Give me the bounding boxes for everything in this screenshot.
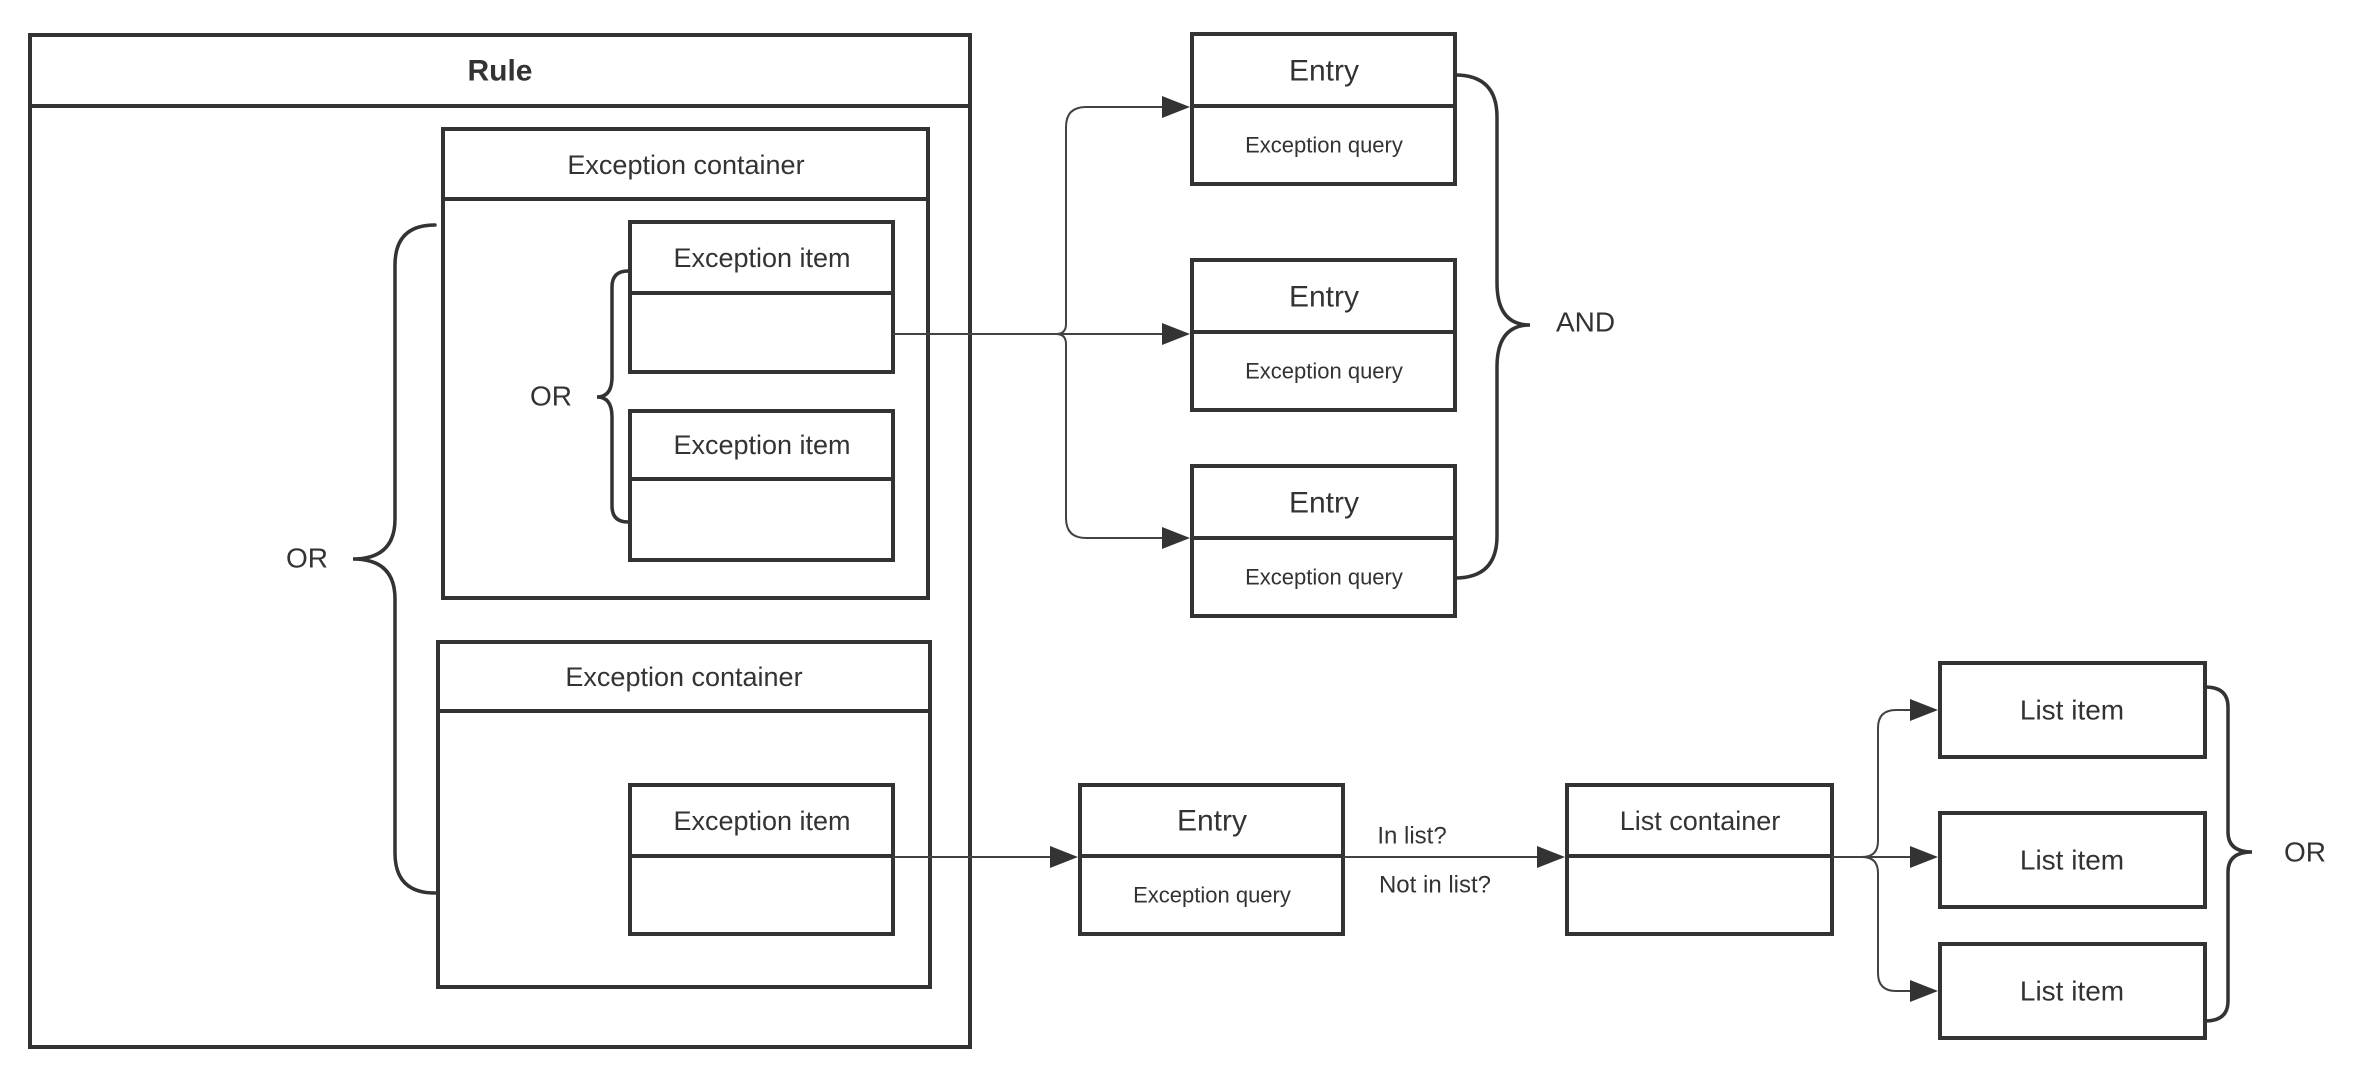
edge-list-item1 <box>1861 709 1910 858</box>
exception-item-2-box <box>628 409 895 562</box>
edge-list-item3 <box>1861 856 1910 992</box>
outer-or-label: OR <box>286 543 328 574</box>
exception-item-3-title: Exception item <box>673 806 850 836</box>
entry-1-subtitle: Exception query <box>1245 133 1403 158</box>
entry-4-title: Entry <box>1177 805 1247 838</box>
exception-item-2-title: Exception item <box>673 430 850 460</box>
entry-2-subtitle: Exception query <box>1245 359 1403 384</box>
exception-container-1-title: Exception container <box>567 150 804 180</box>
and-label: AND <box>1556 307 1615 338</box>
list-item-3-box <box>1938 942 2207 1040</box>
entry-1-box <box>1190 32 1457 186</box>
edge-label-in-list: In list? <box>1377 823 1446 850</box>
list-item-2: List item <box>1938 811 2207 909</box>
entry-1-title: Entry <box>1289 55 1359 88</box>
list-container-box <box>1565 783 1834 936</box>
list-item-3: List item <box>1938 942 2207 1040</box>
exception-item-3-box <box>628 783 895 936</box>
arrowhead-entry1 <box>1162 96 1190 118</box>
entry-3-box <box>1190 464 1457 618</box>
edge-item1-entry3 <box>893 333 1162 539</box>
entry-4: Entry Exception query <box>1078 783 1345 936</box>
outer-or-group: OR <box>286 223 437 895</box>
and-brace <box>1453 73 1531 580</box>
entry-1: Entry Exception query <box>1190 32 1457 186</box>
list-item-2-box <box>1938 811 2207 909</box>
entry-3-subtitle: Exception query <box>1245 565 1403 590</box>
entry-2-box <box>1190 258 1457 412</box>
and-group: AND <box>1453 73 1615 580</box>
list-item-1: List item <box>1938 661 2207 759</box>
exception-item-3: Exception item <box>628 783 895 936</box>
list-container-title: List container <box>1620 806 1781 836</box>
arrowhead-entry2 <box>1162 323 1190 345</box>
list-or-brace <box>2203 685 2253 1023</box>
arrowhead-entry3 <box>1162 527 1190 549</box>
list-item-1-box <box>1938 661 2207 759</box>
inner-or-label: OR <box>530 381 572 412</box>
edge-item3-to-entry4 <box>893 846 1078 868</box>
edge-entry4-to-listcontainer: In list? Not in list? <box>1343 823 1565 899</box>
list-or-group: OR <box>2203 685 2326 1023</box>
exception-item-1: Exception item <box>628 220 895 374</box>
arrowhead-list-container <box>1537 846 1565 868</box>
entry-3: Entry Exception query <box>1190 464 1457 618</box>
arrowhead-entry4 <box>1050 846 1078 868</box>
exception-item-1-box <box>628 220 895 374</box>
arrowhead-list-item2 <box>1910 846 1938 868</box>
arrowhead-list-item3 <box>1910 980 1938 1002</box>
edge-listcontainer-to-items <box>1832 699 1938 1002</box>
rule-title: Rule <box>467 55 532 88</box>
list-or-label: OR <box>2284 837 2326 868</box>
entry-4-box <box>1078 783 1345 936</box>
inner-or-brace <box>596 269 630 524</box>
edge-item1-entry1 <box>893 106 1162 335</box>
list-item-3-title: List item <box>2020 976 2124 1007</box>
entry-2-title: Entry <box>1289 281 1359 314</box>
exception-item-1-title: Exception item <box>673 243 850 273</box>
list-item-1-title: List item <box>2020 695 2124 726</box>
list-item-2-title: List item <box>2020 845 2124 876</box>
exception-container-2-title: Exception container <box>565 662 802 692</box>
edge-item1-to-entries <box>893 96 1190 549</box>
inner-or-group: OR <box>530 269 630 524</box>
arrowhead-list-item1 <box>1910 699 1938 721</box>
entry-4-subtitle: Exception query <box>1133 883 1291 908</box>
exception-item-2: Exception item <box>628 409 895 562</box>
outer-or-brace <box>352 223 437 895</box>
entry-3-title: Entry <box>1289 487 1359 520</box>
edge-label-not-in-list: Not in list? <box>1379 872 1491 899</box>
list-container: List container <box>1565 783 1834 936</box>
entry-2: Entry Exception query <box>1190 258 1457 412</box>
